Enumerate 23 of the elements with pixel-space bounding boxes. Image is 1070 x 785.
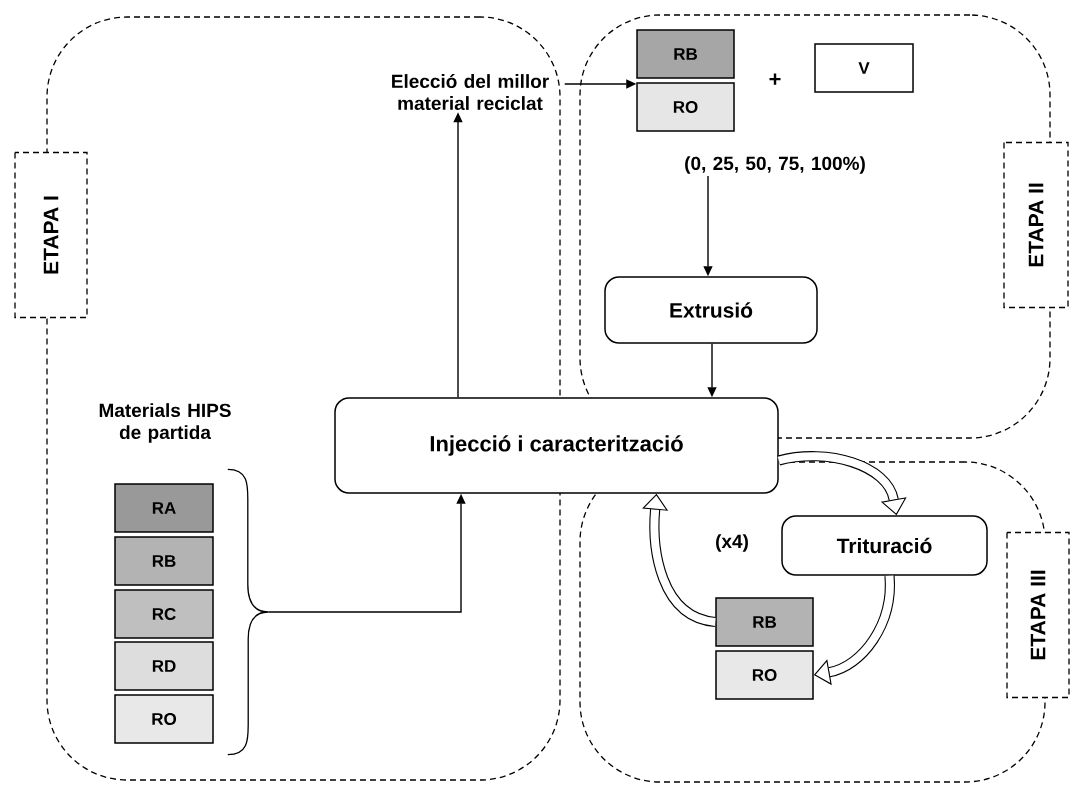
process-box: Extrusió [604,276,818,344]
text-label: (x4) [716,534,748,552]
material-box: RB [636,29,735,79]
stage-region [579,461,1070,783]
material-box: RB [114,536,214,586]
material-box: RO [715,650,814,700]
material-box: RA [114,483,214,533]
material-box: V [814,43,914,93]
text-label: Elecció del millor material reciclat [392,73,549,111]
brace [227,468,269,756]
plus-sign: + [769,73,781,85]
text-label: (0, 25, 50, 75, 100%) [685,156,865,174]
material-box: RD [114,641,214,691]
material-box: RB [715,597,814,647]
process-box: Trituració [781,515,988,576]
material-box: RO [114,694,214,744]
stage-label: ETAPA II [1003,141,1069,309]
material-box: RO [636,82,735,132]
stage-label: ETAPA III [1006,531,1070,699]
process-box: Injecció i caracterització [334,397,779,494]
text-label: Materials HIPS de partida [99,403,231,443]
material-box: RC [114,589,214,639]
stage-label: ETAPA I [14,151,88,319]
